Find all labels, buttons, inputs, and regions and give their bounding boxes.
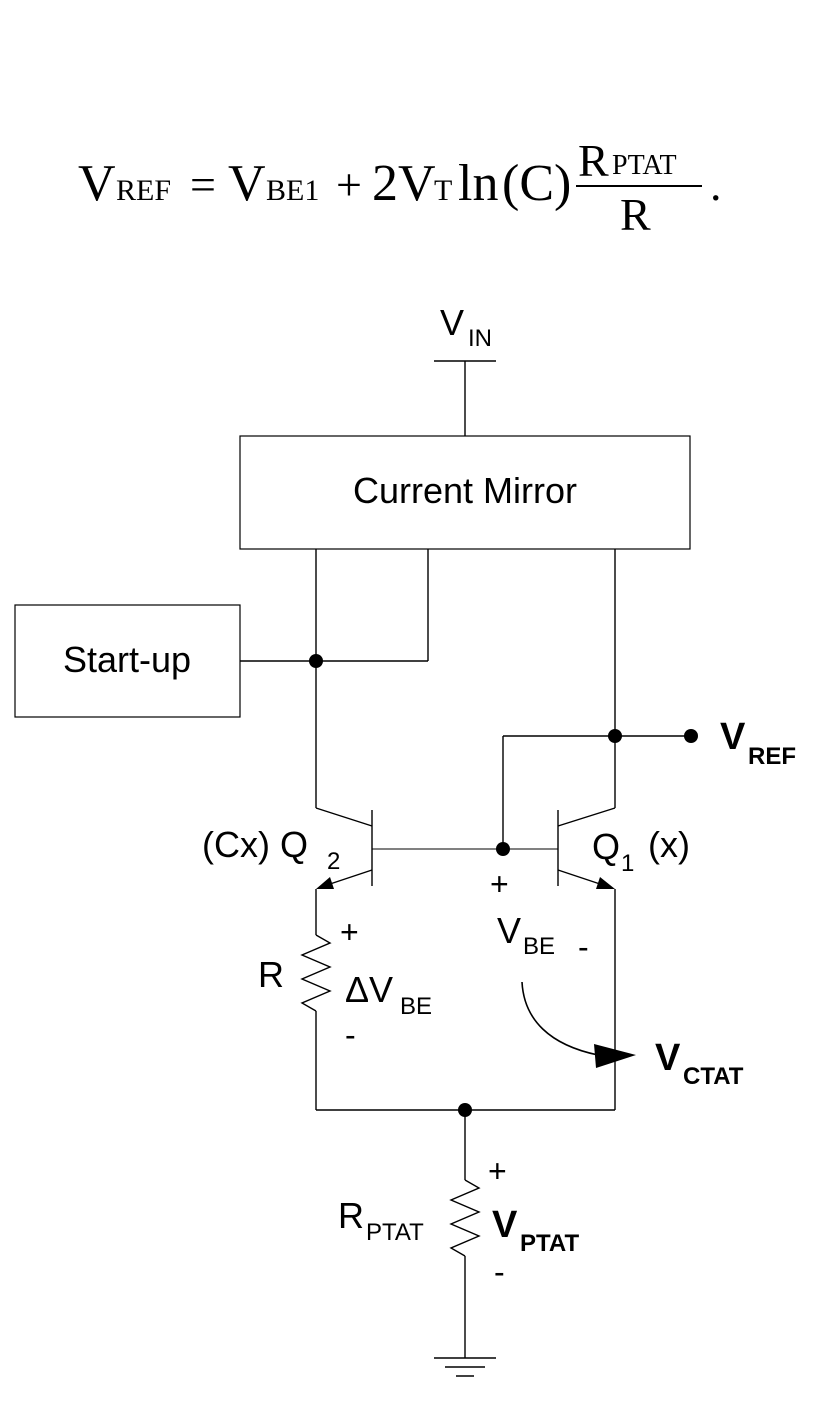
eq-t1-v: V [228,155,266,212]
eq-frac-num-r: R [578,135,609,186]
node-base [496,842,510,856]
q1-label: Q [592,826,620,867]
vctat-label-sub: CTAT [683,1063,744,1090]
eq-equals: = [190,159,216,210]
q2-label: (Cx) Q [202,824,308,865]
q1-collector [557,807,616,827]
eq-ln: ln [458,155,498,212]
vbe-label-sub: BE [523,933,555,960]
vref-equation: V REF = V BE1 + 2V T ln (C) R PTAT R . [78,135,722,240]
junction-dots [309,654,698,1117]
startup-label: Start-up [63,639,191,680]
vctat-arrow-curve [521,981,599,1056]
node-vref [608,729,622,743]
eq-t2-coef: 2V [372,155,436,212]
dvbe-minus: - [345,1017,356,1053]
terminal-vref [684,729,698,743]
resistor-r [300,934,332,1012]
current-mirror-label: Current Mirror [353,470,577,511]
eq-period: . [710,159,722,210]
current-mirror-block: Current Mirror [239,435,691,550]
current-mirror-box [239,435,691,550]
vin-label-sub: IN [468,325,492,352]
vbe-plus: + [490,866,509,902]
node-bottom [458,1103,472,1117]
q1-label-suffix: (x) [648,824,690,865]
startup-box [14,604,241,718]
rptat-label: R [338,1195,364,1236]
rptat-label-sub: PTAT [366,1219,424,1246]
vbe-minus: - [578,929,589,965]
q1-label-sub: 1 [621,850,634,877]
vctat-label: V [655,1037,681,1079]
eq-frac-den: R [620,189,651,240]
eq-t1-sub: BE1 [266,174,319,207]
q2-label-sub: 2 [327,848,340,875]
circuit-wires [240,549,691,1377]
startup-block: Start-up [14,604,241,718]
vref-label-sub: REF [748,743,796,770]
vptat-label: V [492,1204,518,1246]
eq-frac-num-sub: PTAT [612,150,677,181]
vref-label: V [720,716,746,758]
vctat-arrow-head [594,1044,636,1068]
vin-supply: V IN [434,302,496,436]
node-startup [309,654,323,668]
resistor-rptat [449,1179,481,1257]
dvbe-plus: + [340,914,359,950]
vctat-arrow [521,981,636,1068]
r-label: R [258,954,284,995]
q2-emitter-arrow [316,877,334,889]
eq-ln-arg: (C) [502,155,571,212]
eq-lhs-sub: REF [116,174,171,207]
dvbe-label-sub: BE [400,993,432,1020]
circuit-labels: V REF (Cx) Q 2 Q 1 (x) + V BE - R + ΔV B… [202,716,796,1290]
dvbe-label: ΔV [345,969,393,1010]
vptat-minus: - [494,1254,505,1290]
q2-collector [315,807,373,827]
vbe-label: V [497,910,521,951]
vptat-plus: + [488,1153,507,1189]
eq-t2-sub: T [434,174,452,207]
vin-label: V [440,302,464,343]
vptat-label-sub: PTAT [520,1230,579,1257]
q1-emitter-arrow [596,877,615,889]
eq-plus: + [336,159,362,210]
eq-lhs-v: V [78,155,116,212]
